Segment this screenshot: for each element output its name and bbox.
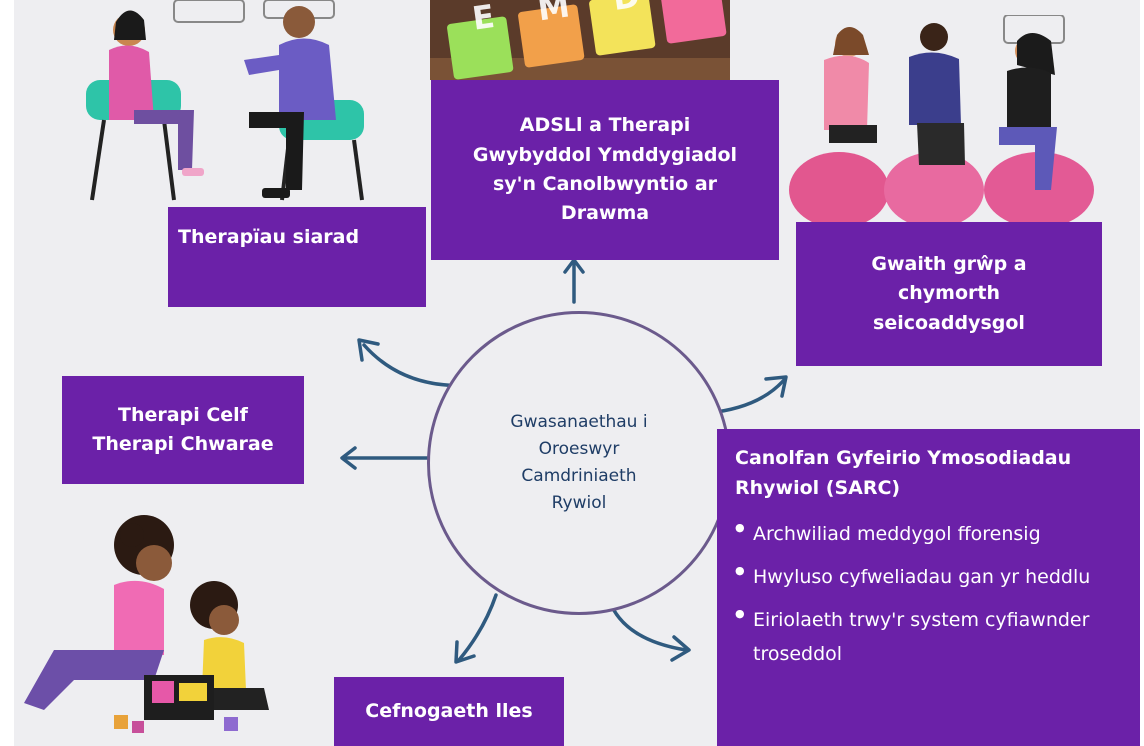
box-art-play-therapy: Therapi Celf Therapi Chwarae [62, 376, 304, 484]
therapy-session-illustration [86, 0, 364, 201]
box-sarc: Canolfan Gyfeirio Ymosodiadau Rhywiol (S… [717, 429, 1140, 746]
children-playing-illustration [24, 515, 269, 733]
sarc-list-item: Hwyluso cyfweliadau gan yr heddlu [735, 561, 1122, 594]
diagram-canvas: EMDR [14, 0, 1140, 746]
emdr-blocks-photo: EMDR [430, 0, 730, 80]
box-emdr-cbt: ADSLl a Therapi Gwybyddol Ymddygiadol sy… [431, 80, 779, 260]
diagram-arrows [340, 258, 788, 664]
sarc-list-item: Eiriolaeth trwy'r system cyfiawnder tros… [735, 604, 1122, 671]
box-label: Cefnogaeth lles [365, 699, 533, 722]
hub-line: Rywiol [551, 493, 607, 514]
box-label: Therapïau siarad [178, 226, 360, 248]
box-label: Therapi Celf [118, 403, 248, 426]
box-label: Therapi Chwarae [92, 433, 274, 455]
box-wellbeing-support: Cefnogaeth lles [334, 677, 564, 746]
sarc-title-line: Canolfan Gyfeirio Ymosodiadau [735, 447, 1072, 469]
hub-circle: Gwasanaethau i Oroeswyr Camdriniaeth Ryw… [427, 311, 731, 615]
hub-line: Camdriniaeth [521, 466, 637, 486]
box-talking-therapies: Therapïau siarad [168, 207, 426, 307]
arrow-to-wellbeing [454, 593, 498, 664]
box-label: ADSLl a Therapi [519, 114, 691, 137]
sarc-title-line: Rhywiol (SARC) [735, 477, 901, 500]
box-group-work: Gwaith grŵp a chymorth seicoaddysgol [796, 222, 1102, 366]
box-label: chymorth [897, 282, 1000, 305]
box-label: Gwybyddol Ymddygiadol [472, 143, 738, 166]
arrow-to-emdr [563, 258, 585, 304]
sarc-list: Archwiliad meddygol fforensig Hwyluso cy… [735, 518, 1122, 671]
box-label: Drawma [560, 202, 650, 225]
arrow-to-art-therapy [340, 446, 434, 470]
box-label: sy'n Canolbwyntio ar [492, 173, 718, 195]
box-label: Gwaith grŵp a [871, 252, 1027, 275]
sarc-list-item: Archwiliad meddygol fforensig [735, 518, 1122, 551]
hub-line: Oroeswyr [538, 438, 620, 459]
hub-line: Gwasanaethau i [510, 411, 648, 432]
sarc-title: Canolfan Gyfeirio Ymosodiadau Rhywiol (S… [735, 443, 1122, 504]
box-label: seicoaddysgol [873, 311, 1025, 334]
group-support-illustration [789, 15, 1094, 228]
